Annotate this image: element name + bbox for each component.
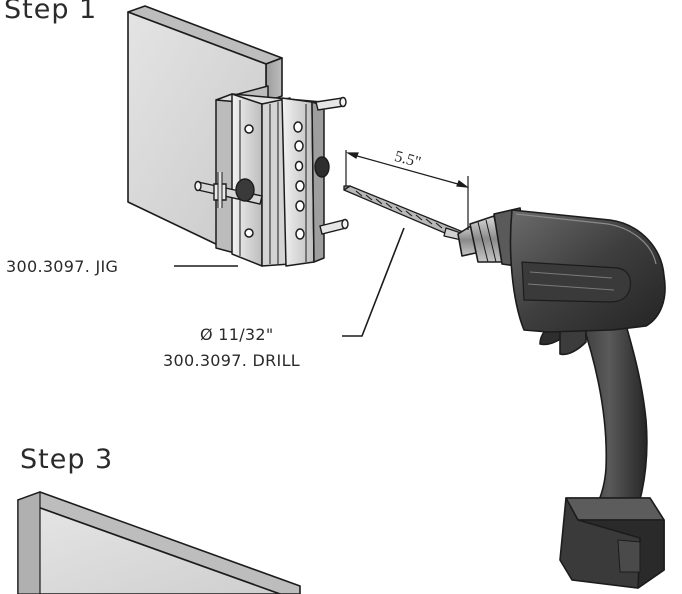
- drill-label: 300.3097. DRILL: [163, 351, 300, 370]
- drill-diameter-label: Ø 11/32": [200, 325, 274, 344]
- jig-label: 300.3097. JIG: [6, 257, 119, 276]
- step-3-heading: Step 3: [20, 444, 114, 475]
- step3-panel: [17, 491, 301, 594]
- jig-rods: [314, 96, 349, 235]
- workpiece-panel: [127, 5, 283, 247]
- leader-lines: [174, 227, 405, 337]
- drill-bit: [343, 185, 471, 243]
- clamp-screw: [194, 172, 263, 208]
- drill-leader: [342, 227, 405, 337]
- doweling-jig: [215, 85, 325, 267]
- depth-dimension: [345, 150, 470, 230]
- step-1-heading: Step 1: [4, 0, 98, 25]
- power-drill: [457, 207, 666, 589]
